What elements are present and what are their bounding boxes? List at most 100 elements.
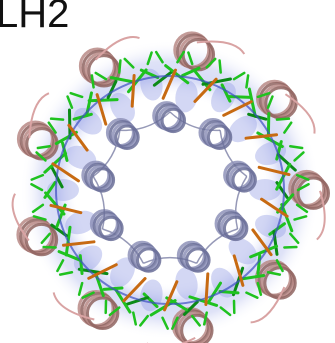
pigment-branch — [94, 71, 108, 81]
bacteriochlorophyll — [206, 281, 223, 305]
loop-tail — [94, 36, 140, 61]
bacteriochlorophyll — [109, 76, 136, 84]
pigment-branch — [289, 232, 300, 245]
pigment-branch — [40, 232, 51, 245]
bacteriochlorophyll — [57, 250, 82, 262]
carotenoid — [61, 240, 96, 247]
bacteriochlorophyll — [220, 83, 232, 103]
bacteriochlorophyll — [201, 77, 232, 86]
membrane-surface — [20, 40, 320, 340]
pigment-group — [30, 50, 310, 330]
bacteriochlorophyll — [188, 295, 219, 307]
carotenoid — [87, 263, 118, 280]
inner-helix-turn — [98, 215, 124, 242]
inner-helix-turn — [206, 124, 233, 150]
loop-tail — [196, 40, 246, 55]
inner-helix — [176, 240, 211, 273]
bacteriochlorophyll — [106, 79, 118, 100]
pigment-branch — [90, 74, 95, 89]
loop-tail — [11, 193, 30, 242]
surface-blob — [175, 267, 198, 300]
pigment-branch — [275, 117, 291, 121]
carotenoid — [251, 228, 273, 257]
outer-helix-turn — [177, 311, 212, 343]
bacteriochlorophyll — [54, 130, 78, 146]
inner-helix-turn — [160, 107, 187, 134]
inner-loop — [234, 176, 248, 230]
inner-helix-turn — [135, 247, 162, 273]
pigment-branch — [31, 203, 45, 214]
pigment-branch — [146, 51, 153, 66]
inner-helix-group — [81, 101, 257, 273]
pigment-branch — [256, 91, 271, 99]
carotenoid — [193, 77, 218, 103]
loop-tail — [28, 92, 50, 138]
pigment-branch — [47, 121, 57, 134]
inner-helix — [127, 240, 162, 273]
pigment-branch — [77, 281, 84, 296]
surface-blob — [211, 82, 236, 113]
carotenoid — [260, 197, 289, 218]
protein-backbone — [55, 75, 285, 305]
inner-helix — [198, 117, 233, 150]
bacteriochlorophyll — [149, 299, 177, 317]
outer-helix-turn — [24, 222, 59, 257]
pigment-branch — [219, 306, 232, 317]
outer-helix-turn — [180, 313, 214, 343]
inner-loop — [92, 130, 121, 178]
pigment-branch — [69, 91, 84, 99]
pigment-branch — [205, 57, 217, 69]
inner-helix — [152, 101, 187, 134]
bacteriochlorophyll — [152, 69, 175, 87]
pigment-branch — [81, 291, 95, 299]
pigment-branch — [132, 311, 138, 326]
carotenoid — [122, 277, 147, 303]
carotenoid — [130, 73, 136, 108]
bacteriochlorophyll — [87, 98, 119, 103]
pigment-branch — [35, 151, 47, 162]
carotenoid — [51, 162, 80, 183]
pigment-branch — [296, 182, 310, 192]
bacteriochlorophyll — [249, 244, 279, 259]
inner-loop — [169, 111, 221, 132]
pigment-branch — [49, 117, 65, 121]
inner-helix-turn — [231, 167, 257, 193]
pigment-branch — [295, 203, 309, 214]
pigment-branch — [190, 314, 201, 327]
carotenoid — [95, 93, 108, 126]
loop-tail — [284, 93, 316, 134]
loop-tail — [52, 292, 95, 321]
bacteriochlorophyll — [164, 64, 190, 85]
outer-helix-turn — [174, 309, 211, 343]
bacteriochlorophyll — [43, 181, 57, 199]
inner-helix — [81, 160, 116, 193]
pigment-branch — [30, 173, 45, 181]
carotenoid — [232, 254, 245, 287]
pigment-branch — [66, 95, 74, 109]
bacteriochlorophyll — [226, 94, 253, 99]
pigment-branch — [139, 314, 150, 327]
bacteriochlorophyll — [124, 296, 150, 307]
surface-blob — [228, 115, 257, 143]
pigment-branch — [293, 151, 305, 162]
outer-helix — [288, 169, 330, 210]
bacteriochlorophyll — [276, 153, 297, 172]
carotenoid — [257, 165, 291, 177]
inner-helix-turn — [114, 124, 140, 150]
carotenoid — [49, 203, 83, 215]
pigment-branch — [266, 271, 282, 276]
pigment-branch — [218, 59, 222, 74]
loop-tail — [316, 190, 326, 241]
bacteriochlorophyll — [142, 292, 159, 309]
pigment-branch — [293, 215, 308, 221]
inner-loop — [92, 176, 106, 230]
carotenoid — [67, 123, 89, 152]
pigment-branch — [161, 316, 169, 330]
pigment-branch — [245, 74, 250, 89]
pigment-branch — [30, 182, 44, 192]
surface-blob — [73, 107, 103, 135]
pigment-branch — [56, 259, 65, 273]
pigment-branch — [108, 306, 121, 317]
